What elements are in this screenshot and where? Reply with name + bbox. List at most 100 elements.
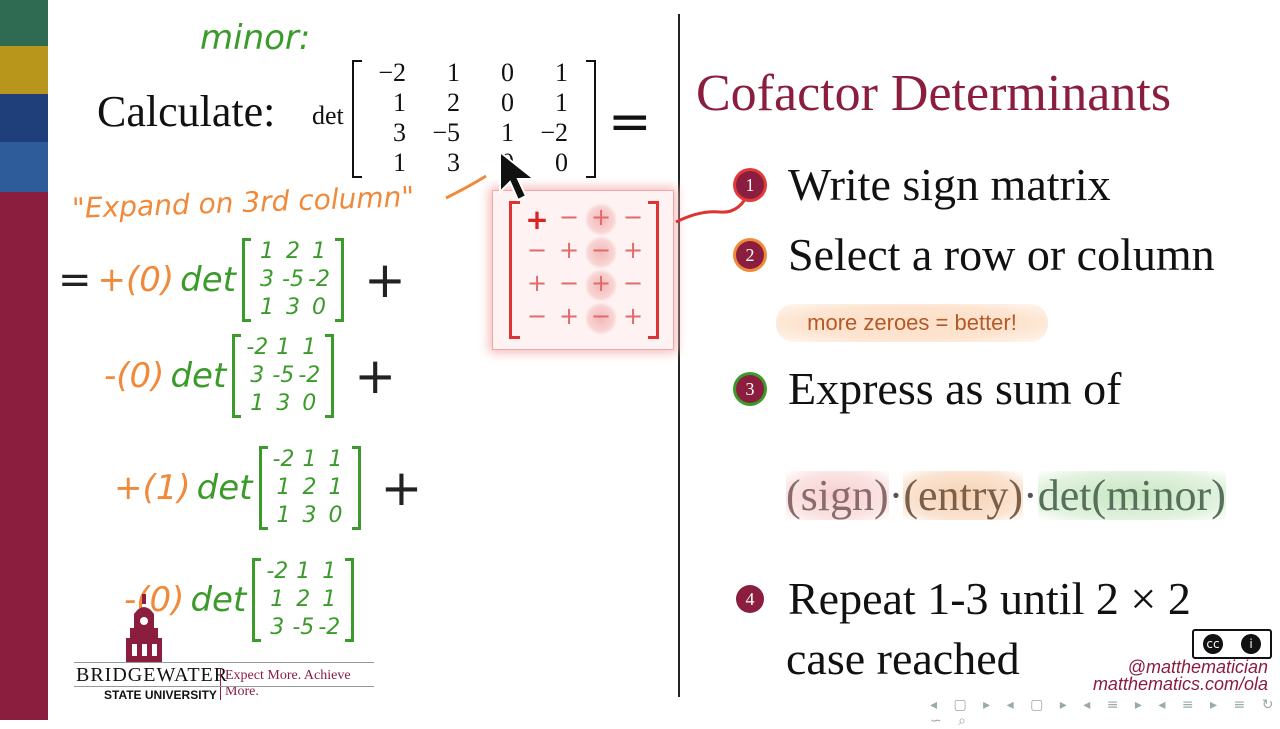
sign-matrix-right-bracket xyxy=(648,201,659,339)
step-4-continuation: case reached xyxy=(786,633,1020,684)
equals-sign: = xyxy=(608,92,652,152)
matrix-cell: −2 xyxy=(540,118,568,147)
minor-cell: -2 xyxy=(266,559,289,584)
step-2: 2 Select a row or column xyxy=(736,228,1215,281)
minor-cell: -2 xyxy=(246,335,269,360)
cc-icon: cc xyxy=(1203,634,1223,654)
university-tagline: Expect More. Achieve More. xyxy=(220,668,376,700)
slide-divider xyxy=(678,14,680,697)
slide-title: Cofactor Determinants xyxy=(696,65,1172,122)
matrix-right-bracket xyxy=(586,60,596,178)
sign-cell-highlighted: − xyxy=(585,302,617,335)
matrix-cell: 3 xyxy=(447,148,460,177)
university-name: BRIDGEWATER xyxy=(76,664,229,686)
attribution-icon: i xyxy=(1241,634,1261,654)
minor-matrix: 1 2 1 3 -5 -2 1 3 0 xyxy=(242,238,345,322)
plus-sign: + xyxy=(380,459,423,517)
matrix-cell: 1 xyxy=(447,58,460,87)
minor-grid: -2 1 1 1 2 1 1 3 0 xyxy=(271,446,349,530)
minor-grid: 1 2 1 3 -5 -2 1 3 0 xyxy=(254,238,332,322)
term-det: det xyxy=(180,260,237,300)
minor-left-bracket xyxy=(252,558,262,642)
minor-cell: -5 xyxy=(272,363,295,388)
term-coefficient: -(0) xyxy=(104,356,165,396)
expansion-equals: = xyxy=(58,257,92,303)
step-number-badge: 1 xyxy=(736,170,764,199)
sign-cell: + xyxy=(525,203,549,236)
minor-cell: -2 xyxy=(298,363,321,388)
formula-dot: · xyxy=(888,471,904,520)
credit-handle: @matthematician xyxy=(1127,657,1268,677)
minor-cell: 1 xyxy=(270,587,285,612)
matrix-cell: 1 xyxy=(555,58,568,87)
matrix-cell: 1 xyxy=(555,88,568,117)
minor-right-bracket xyxy=(325,334,335,418)
slide-navigation-controls[interactable]: ◂ ▢ ▸ ◂ ▢ ▸ ◂ ≡ ▸ ◂ ≡ ▸ ≡ ↻ ∽ ⌕ xyxy=(930,697,1280,729)
step-number-badge: 3 xyxy=(736,374,764,403)
minor-cell: 3 xyxy=(260,267,275,292)
minor-cell: 3 xyxy=(302,503,317,528)
minor-cell: 1 xyxy=(260,295,275,320)
minor-cell: 1 xyxy=(276,335,291,360)
minor-cell: -5 xyxy=(282,267,304,292)
stripe-navy xyxy=(0,94,48,142)
minor-cell: 1 xyxy=(322,587,337,612)
det-label: det xyxy=(312,101,344,130)
expand-arrow-stroke xyxy=(445,174,487,200)
expansion-row-2: -(0) det -2 1 1 3 -5 -2 1 3 0 + xyxy=(104,334,396,418)
minor-cell: -2 xyxy=(318,615,341,640)
minor-cell: -2 xyxy=(308,267,330,292)
step-1: 1 Write sign matrix xyxy=(736,158,1111,211)
stripe-maroon xyxy=(0,192,48,720)
matrix-cell: 1 xyxy=(501,118,514,147)
minor-cell: 1 xyxy=(276,503,291,528)
minor-cell: 1 xyxy=(296,559,311,584)
step-text: Select a row or column xyxy=(788,229,1215,280)
minor-cell: 2 xyxy=(286,239,301,264)
minor-cell: 2 xyxy=(302,475,317,500)
problem-matrix: −2 1 0 1 1 2 0 1 3 −5 1 −2 1 3 0 0 xyxy=(352,58,596,178)
formula-sign: (sign) xyxy=(786,471,889,520)
expansion-row-4: -(0) det -2 1 1 1 2 1 3 -5 -2 xyxy=(124,558,355,642)
minor-left-bracket xyxy=(242,238,252,322)
sign-cell-highlighted: + xyxy=(585,203,617,236)
sign-cell: − xyxy=(558,269,580,297)
formula-entry: (entry) xyxy=(903,471,1024,520)
step-3: 3 Express as sum of xyxy=(736,362,1121,415)
term-det: det xyxy=(170,356,227,396)
minor-grid: -2 1 1 1 2 1 3 -5 -2 xyxy=(264,558,342,642)
minor-left-bracket xyxy=(258,446,268,530)
term-coefficient: +(0) xyxy=(97,260,175,300)
sign-cell-highlighted: − xyxy=(585,236,617,269)
sign-matrix-grid: + − + − − + − + + − + − − + − + xyxy=(521,203,649,335)
minor-cell: 3 xyxy=(286,295,301,320)
cc-license-badge[interactable]: cc i xyxy=(1192,629,1272,659)
minor-right-bracket xyxy=(345,558,355,642)
credit-site[interactable]: matthematics.com/ola xyxy=(1092,674,1268,694)
formula-dot: · xyxy=(1023,471,1038,520)
matrix-cell: −2 xyxy=(378,58,406,87)
matrix-cell: 0 xyxy=(501,58,514,87)
minor-cell: 0 xyxy=(328,503,343,528)
matrix-left-bracket xyxy=(352,60,362,178)
step-text: Repeat 1-3 until 2 × 2 xyxy=(788,573,1191,624)
logo-rule-top xyxy=(74,662,374,663)
sign-cell: + xyxy=(622,302,644,330)
clock-tower-icon xyxy=(126,594,162,662)
sign-connector-stroke xyxy=(675,189,752,224)
expansion-row-1: = +(0) det 1 2 1 3 -5 -2 1 3 0 + xyxy=(58,238,406,322)
calculate-label: Calculate: xyxy=(97,87,276,136)
sign-cell: − xyxy=(526,302,548,330)
stripe-blue xyxy=(0,142,48,192)
minor-cell: 2 xyxy=(296,587,311,612)
university-logo: BRIDGEWATER Expect More. Achieve More. S… xyxy=(74,592,376,702)
sign-matrix-left-bracket xyxy=(509,201,520,339)
step-text: Write sign matrix xyxy=(788,159,1111,210)
expansion-row-3: +(1) det -2 1 1 1 2 1 1 3 0 + xyxy=(114,446,422,530)
minor-matrix: -2 1 1 1 2 1 3 -5 -2 xyxy=(252,558,355,642)
minor-cell: 1 xyxy=(328,447,343,472)
minor-cell: 0 xyxy=(312,295,327,320)
sign-cell: − xyxy=(558,203,580,231)
matrix-cell: 0 xyxy=(555,148,568,177)
